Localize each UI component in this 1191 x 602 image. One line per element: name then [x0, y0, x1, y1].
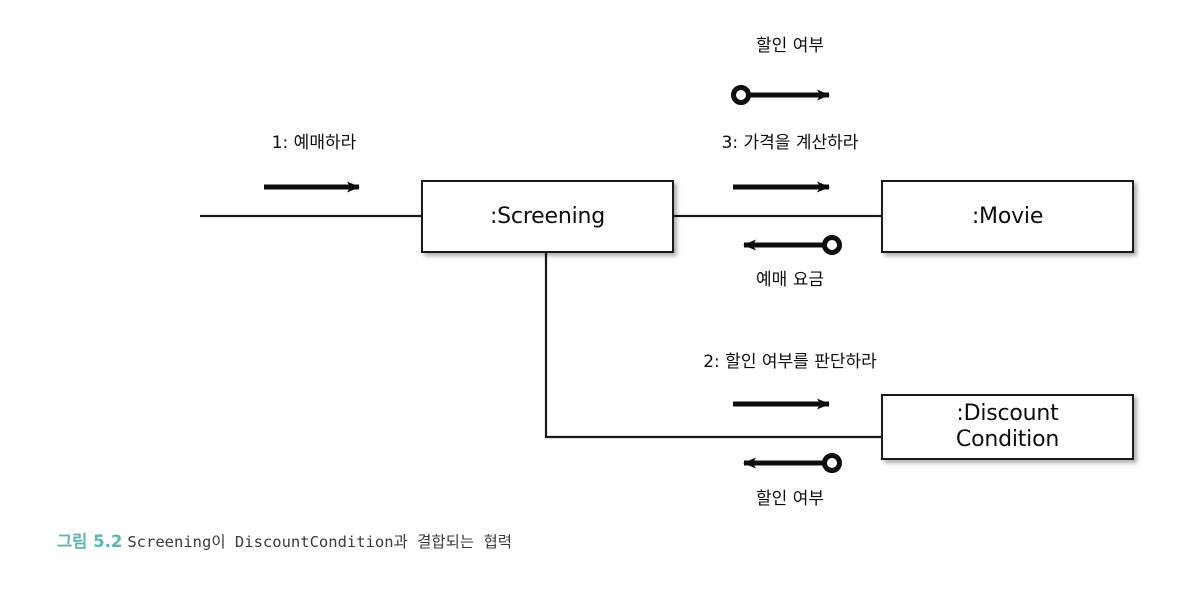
- label-msg-2-return: 할인 여부: [756, 489, 824, 509]
- node-discount-condition[interactable]: :Discount Condition: [881, 394, 1134, 460]
- label-msg-2: 2: 할인 여부를 판단하라: [703, 352, 877, 372]
- node-screening[interactable]: :Screening: [421, 180, 674, 253]
- label-msg-3-param: 할인 여부: [756, 36, 824, 56]
- arrow-ball-terminators: [731, 85, 842, 473]
- figure-caption-text: Screening이 DiscountCondition과 결합되는 협력: [127, 533, 513, 551]
- link-screening-discountcondition: [544, 253, 883, 439]
- label-msg-3: 3: 가격을 계산하라: [721, 133, 859, 153]
- link-lines: [200, 214, 883, 439]
- node-movie[interactable]: :Movie: [881, 180, 1134, 253]
- ball-msg-3-return: [822, 235, 842, 255]
- message-arrows: [264, 89, 830, 469]
- figure-caption-number: 그림 5.2: [57, 532, 123, 551]
- label-msg-1: 1: 예매하라: [271, 133, 357, 153]
- node-discount-condition-label: :Discount Condition: [955, 401, 1060, 452]
- ball-msg-3-param: [731, 85, 751, 105]
- label-msg-3-return: 예매 요금: [756, 270, 824, 290]
- node-movie-label: :Movie: [971, 203, 1044, 229]
- ball-msg-2-return: [822, 453, 842, 473]
- node-screening-label: :Screening: [489, 203, 606, 229]
